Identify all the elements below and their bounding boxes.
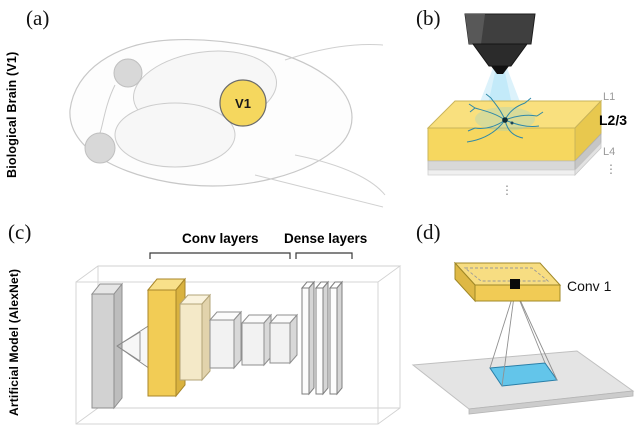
slab-L4-band-front [427, 160, 576, 171]
objective-highlight [465, 14, 485, 44]
conv1-slab-label: Conv 1 [567, 278, 612, 294]
dense-layers-label: Dense layers [284, 231, 368, 246]
gray-region-cerebellum [84, 132, 116, 164]
conv4-box-front [241, 322, 265, 366]
neuron-soma-2 [510, 121, 514, 125]
slab-front-face-L23 [427, 127, 576, 162]
conv3-box-front [209, 319, 235, 369]
conv3-box-side [233, 310, 242, 370]
layer-dots-side: ⋮ [605, 162, 617, 176]
input-panel-front [91, 293, 115, 409]
panel-a-label: (a) [26, 6, 50, 30]
conv1-slab-inner-dashed [463, 267, 550, 282]
dense-layer-slab-2 [314, 280, 330, 396]
dense-layer-slab-3 [328, 280, 344, 396]
conv-layers-label: Conv layers [182, 231, 259, 246]
conv1-unit-marker [510, 279, 520, 289]
gray-region-olfactory [113, 58, 143, 88]
conv-layers-bracket [149, 252, 291, 259]
v1-region [219, 79, 267, 127]
v1-region-label: V1 [235, 96, 251, 111]
layer-dots-bottom: ⋮ [501, 183, 513, 197]
dense-layer-slab-1 [300, 280, 316, 396]
conv2-box-side [201, 293, 211, 382]
sketch-line-top-right [284, 44, 384, 61]
sketch-line-bottom-right [294, 154, 386, 196]
conv1-receptive-field-illustration: Conv 1 [411, 261, 635, 415]
cortex-lobe-2 [114, 102, 236, 168]
sketch-line-bottom-right-2 [254, 174, 384, 208]
microscope-cortex-illustration: L1 L2/3 L4 ⋮ ⋮ [426, 13, 627, 197]
conv5-box-side [289, 313, 298, 365]
alexnet-illustration [75, 252, 402, 425]
panel-b-label: (b) [416, 6, 441, 30]
conv5-box-front [269, 322, 291, 364]
panel-c-side-label: Artificial Model (AlexNet) [7, 268, 21, 416]
layer-label-L4: L4 [603, 146, 615, 158]
objective-cone [472, 43, 528, 67]
conv1-slab-front [474, 284, 561, 302]
panel-c-label: (c) [8, 220, 32, 244]
conv1-box-front [147, 289, 177, 397]
panel-a-side-label: Biological Brain (V1) [5, 51, 19, 179]
slab-lower-band-front [427, 169, 576, 176]
panel-d-label: (d) [416, 220, 441, 244]
neuron-soma [502, 117, 508, 123]
conv2-box-front [179, 303, 203, 381]
slab-lower-band-side [574, 142, 602, 176]
layer-label-L1: L1 [603, 91, 615, 103]
objective-tip [491, 66, 509, 74]
layer-label-L23: L2/3 [599, 112, 627, 128]
mouse-brain-illustration: V1 [69, 38, 386, 208]
dense-layers-bracket [295, 252, 353, 259]
sketch-line [99, 84, 116, 134]
input-plane-edge [468, 390, 634, 415]
